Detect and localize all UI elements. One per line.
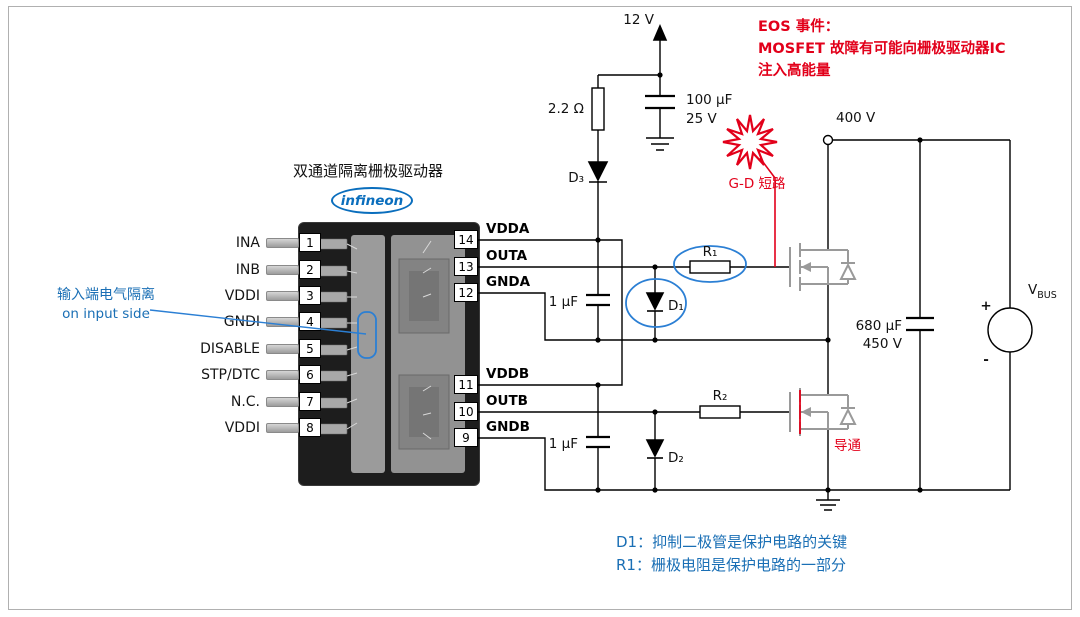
eos-line1: EOS 事件： [758, 19, 840, 35]
pin-lead [266, 397, 299, 407]
pin-label-vddi2: VDDI [224, 420, 260, 436]
pin-label-inb: INB [235, 262, 260, 278]
pin-label-ina: INA [235, 235, 260, 251]
pin-number-box: 13 [454, 257, 478, 276]
pin-number: 6 [306, 367, 314, 382]
pin-label-stpdtc: STP/DTC [201, 367, 260, 383]
pin-lead [266, 238, 299, 248]
pin-number: 8 [306, 420, 314, 435]
gate-driver-ic [298, 222, 480, 486]
pin-number-box: 10 [454, 402, 478, 421]
figure-border [8, 6, 1072, 610]
pin-number: 14 [458, 232, 474, 247]
pin-number-box: 6 [299, 365, 321, 384]
pin-label-gndb: GNDB [486, 419, 530, 435]
pin-number: 13 [458, 259, 474, 274]
pin-number: 11 [458, 377, 474, 392]
pin-label-gnda: GNDA [486, 274, 531, 290]
note-d1: D1：抑制二极管是保护电路的关键 [616, 533, 848, 551]
pin-number-box: 12 [454, 283, 478, 302]
pin-lead [266, 265, 299, 275]
pin-number-box: 1 [299, 233, 321, 252]
pin-lead [266, 317, 299, 327]
pin-lead [266, 291, 299, 301]
pin-number: 4 [306, 314, 314, 329]
isolation-note-cn: 输入端电气隔离 [57, 287, 155, 303]
pin-number-box: 3 [299, 286, 321, 305]
pin-number-box: 4 [299, 312, 321, 331]
eos-warning-note: EOS 事件： MOSFET 故障有可能向栅极驱动器IC 注入高能量 [758, 16, 1005, 82]
chip-leadframe-art [300, 235, 478, 473]
isolation-note: 输入端电气隔离 on input side [30, 286, 182, 324]
pin-number-box: 11 [454, 375, 478, 394]
eos-line3: 注入高能量 [758, 63, 831, 79]
pin-number: 2 [306, 262, 314, 277]
pin-number-box: 14 [454, 230, 478, 249]
pin-number: 9 [462, 430, 470, 445]
isolation-note-en: on input side [62, 306, 150, 322]
pin-lead [266, 370, 299, 380]
pin-number: 5 [306, 341, 314, 356]
pin-number-box: 8 [299, 418, 321, 437]
pin-lead [266, 344, 299, 354]
pin-number-box: 2 [299, 260, 321, 279]
pin-label-vddb: VDDB [486, 366, 530, 382]
note-r1: R1：栅极电阻是保护电路的一部分 [616, 556, 846, 574]
pin-number: 10 [458, 404, 474, 419]
chip-title: 双通道隔离栅极驱动器 [292, 162, 443, 180]
pin-label-outb: OUTB [486, 393, 528, 409]
pin-number-box: 7 [299, 392, 321, 411]
pin-label-nc: N.C. [230, 394, 260, 410]
pin-number-box: 9 [454, 428, 478, 447]
pin-number: 3 [306, 288, 314, 303]
protection-notes: D1：抑制二极管是保护电路的关键 R1：栅极电阻是保护电路的一部分 [616, 531, 847, 577]
pin-number: 1 [306, 235, 314, 250]
pin-lead [266, 423, 299, 433]
infineon-logo: infineon [331, 187, 413, 214]
eos-line2: MOSFET 故障有可能向栅极驱动器IC [758, 41, 1006, 57]
pin-number: 7 [306, 394, 314, 409]
pin-number-box: 5 [299, 339, 321, 358]
pin-label-vddi: VDDI [224, 288, 260, 304]
pin-number: 12 [458, 285, 474, 300]
pin-label-disable: DISABLE [200, 341, 260, 357]
pin-label-vdda: VDDA [486, 221, 530, 237]
pin-label-outa: OUTA [486, 248, 528, 264]
